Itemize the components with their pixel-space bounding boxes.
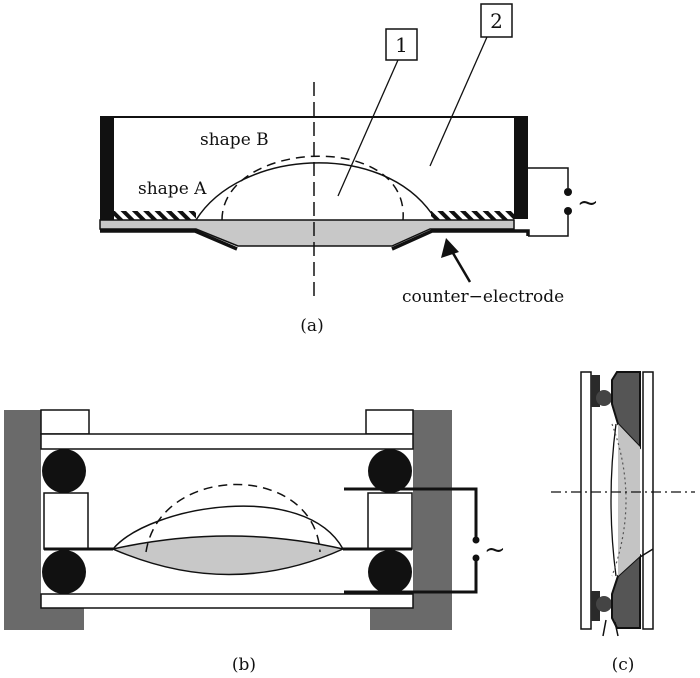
ac-terminal-bottom-a — [564, 207, 572, 215]
housing-left-top — [4, 410, 40, 434]
substrate — [99, 219, 515, 247]
ring-top-c — [591, 375, 600, 407]
housing-right — [413, 410, 452, 630]
drop-solid-b — [112, 505, 344, 550]
panel-b: ~ (b) — [4, 409, 506, 675]
o-ring-top-left — [42, 449, 86, 493]
bottom-window — [40, 593, 414, 609]
shape-b-label: shape B — [200, 130, 269, 150]
caption-c: (c) — [612, 655, 635, 675]
ac-symbol-a: ~ — [577, 188, 599, 218]
right-electrode — [514, 117, 528, 219]
counter-electrode-label: counter−electrode — [402, 287, 564, 307]
housing-right-bottom — [370, 608, 452, 630]
membrane-c — [610, 423, 617, 577]
top-window — [40, 433, 414, 450]
wire-stub-bottom-c — [602, 619, 619, 637]
leader-line-2 — [429, 36, 488, 167]
window-left-c — [580, 371, 592, 630]
ac-wire-b-bottom — [344, 560, 478, 594]
housing-left-bottom — [4, 608, 84, 630]
dotted-curve-c — [611, 423, 627, 577]
o-ring-bottom-left — [42, 550, 86, 594]
wire-stub-top-c — [639, 548, 654, 558]
panel-c: (c) — [551, 371, 695, 675]
label-box-1-text: 1 — [395, 33, 408, 57]
lens-grey-c — [618, 424, 640, 576]
o-ring-bottom-right — [368, 550, 412, 594]
top-spacer-right — [365, 409, 414, 435]
drop-dashed-b — [145, 483, 321, 553]
housing-left — [4, 410, 41, 630]
counter-electrode-arrowhead — [441, 238, 459, 258]
o-ring-top-right — [368, 449, 412, 493]
shape-a-label: shape A — [138, 179, 207, 199]
counter-electrode-line — [100, 229, 530, 251]
ac-terminal-bottom-b — [472, 554, 480, 562]
label-box-2 — [480, 3, 513, 38]
caption-b: (b) — [232, 655, 256, 675]
middle-spacer-right — [367, 492, 413, 550]
ring-bottom-c-round — [596, 596, 612, 612]
ac-wire-a — [528, 167, 569, 237]
leader-line-1 — [337, 59, 399, 197]
left-hatched-layer — [114, 211, 196, 220]
drop-shape-a — [195, 162, 433, 221]
middle-spacer-left — [43, 492, 89, 550]
right-hatched-layer — [431, 211, 514, 220]
drop-shape-b — [221, 155, 404, 221]
ac-terminal-top-b — [472, 536, 480, 544]
label-box-2-text: 2 — [490, 9, 503, 33]
left-electrode — [100, 117, 114, 220]
panel-a: 1 2 shape B shape A ~ counter−electrode … — [99, 3, 599, 336]
ac-wire-b-top — [344, 487, 478, 538]
label-box-1 — [385, 28, 418, 61]
window-right-c — [642, 371, 654, 630]
ac-symbol-b: ~ — [484, 535, 506, 565]
top-spacer-left — [40, 409, 90, 435]
ring-bottom-c — [591, 591, 600, 621]
ac-terminal-top-a — [564, 188, 572, 196]
lens-lower-grey — [110, 535, 346, 576]
ring-top-c-round — [596, 390, 612, 406]
caption-a: (a) — [300, 316, 323, 336]
